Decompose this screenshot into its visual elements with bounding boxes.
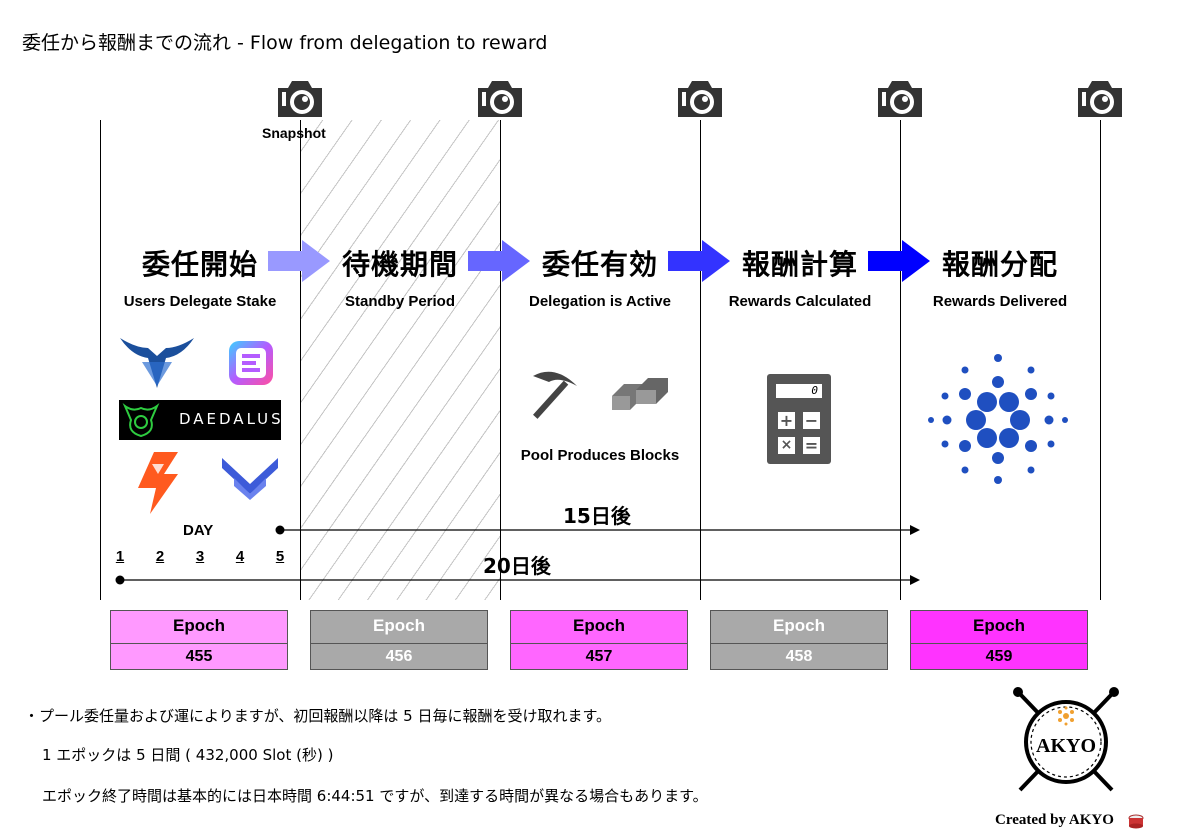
- stage-jp-title: 委任開始: [141, 248, 258, 281]
- day-number: 5: [275, 548, 285, 565]
- epoch-label: Epoch: [511, 611, 687, 644]
- boundary-line: [1100, 120, 1101, 600]
- epoch-box: Epoch 457: [510, 610, 688, 670]
- epoch-number: 456: [385, 648, 413, 665]
- daedalus-icon: [122, 402, 160, 438]
- calculator-icon: 0 + − × =: [767, 374, 831, 464]
- day-label: DAY: [183, 522, 214, 539]
- timeline-15-label: 15日後: [563, 504, 631, 528]
- day-number: 2: [155, 548, 165, 565]
- camera-icon: [678, 81, 722, 117]
- stage-jp-title: 委任有効: [541, 248, 658, 281]
- cardano-logo-icon: [928, 354, 1068, 484]
- stage-en-title: Rewards Delivered: [932, 293, 1068, 310]
- camera-icon: [278, 81, 322, 117]
- akyo-drum-logo: AKYO: [1013, 687, 1119, 792]
- note-line: 1 エポックは 5 日間 ( 432,000 Slot (秒) ): [42, 746, 334, 764]
- credit-text: Created by AKYO: [995, 812, 1114, 828]
- epoch-number: 455: [185, 648, 213, 665]
- daedalus-logo: DAEDALUS: [119, 400, 281, 440]
- camera-icon: [878, 81, 922, 117]
- timeline-15-days: [275, 525, 920, 535]
- epoch-label: Epoch: [111, 611, 287, 644]
- note-line: ・プール委任量および運によりますが、初回報酬以降は 5 日毎に報酬を受け取れます…: [24, 707, 611, 725]
- flow-arrow-icon: [668, 240, 730, 282]
- flow-arrow-icon: [868, 240, 930, 282]
- day-number: 3: [195, 548, 205, 565]
- pool-produces-blocks-label: Pool Produces Blocks: [520, 447, 680, 464]
- timeline-20-days: [115, 575, 920, 585]
- boundary-line: [900, 120, 901, 600]
- stage-en-title: Rewards Calculated: [728, 293, 872, 310]
- stage-jp-title: 報酬計算: [741, 248, 858, 281]
- day-number: 1: [115, 548, 125, 565]
- flow-arrow-icon: [268, 240, 330, 282]
- boundary-line: [500, 120, 501, 600]
- plus-key-icon: +: [778, 411, 795, 430]
- epoch-label: Epoch: [711, 611, 887, 644]
- calculator-display: 0: [776, 384, 822, 398]
- akyo-logo-text: AKYO: [1036, 735, 1096, 757]
- pickaxe-icon: [533, 371, 577, 419]
- yoroi-wallet-icon: [120, 338, 194, 388]
- epoch-box: Epoch 455: [110, 610, 288, 670]
- eternl-wallet-icon: [229, 341, 273, 385]
- boundary-line: [300, 120, 301, 600]
- stage-en-title: Users Delegate Stake: [123, 293, 277, 310]
- flow-arrow-icon: [468, 240, 530, 282]
- times-key-icon: ×: [778, 437, 795, 454]
- epoch-number: 457: [585, 648, 613, 665]
- daedalus-wordmark: DAEDALUS: [179, 410, 284, 428]
- timeline-20-label: 20日後: [483, 554, 551, 578]
- camera-icon: [478, 81, 522, 117]
- typhon-wallet-icon: [222, 458, 278, 500]
- epoch-box: Epoch 456: [310, 610, 488, 670]
- minus-key-icon: −: [803, 411, 820, 430]
- page-title: 委任から報酬までの流れ - Flow from delegation to re…: [22, 32, 548, 54]
- epoch-box: Epoch 458: [710, 610, 888, 670]
- flint-wallet-icon: [138, 452, 178, 514]
- epoch-number: 458: [785, 648, 813, 665]
- epoch-box: Epoch 459: [910, 610, 1088, 670]
- boundary-line: [100, 120, 101, 600]
- stage-jp-title: 報酬分配: [941, 248, 1058, 281]
- epoch-label: Epoch: [311, 611, 487, 644]
- standby-hatch: [300, 120, 500, 600]
- camera-icon: [1078, 81, 1122, 117]
- snapshot-label: Snapshot: [262, 125, 326, 141]
- day-number: 4: [235, 548, 245, 565]
- note-line: エポック終了時間は基本的には日本時間 6:44:51 ですが、到達する時間が異な…: [42, 787, 708, 805]
- boundary-line: [700, 120, 701, 600]
- stage-en-title: Standby Period: [344, 293, 456, 310]
- blocks-icon: [612, 378, 668, 410]
- stage-jp-title: 待機期間: [341, 248, 458, 281]
- stage-en-title: Delegation is Active: [529, 293, 671, 310]
- epoch-label: Epoch: [911, 611, 1087, 644]
- drum-icon: [1128, 814, 1144, 829]
- equals-key-icon: =: [803, 436, 820, 455]
- epoch-number: 459: [985, 648, 1013, 665]
